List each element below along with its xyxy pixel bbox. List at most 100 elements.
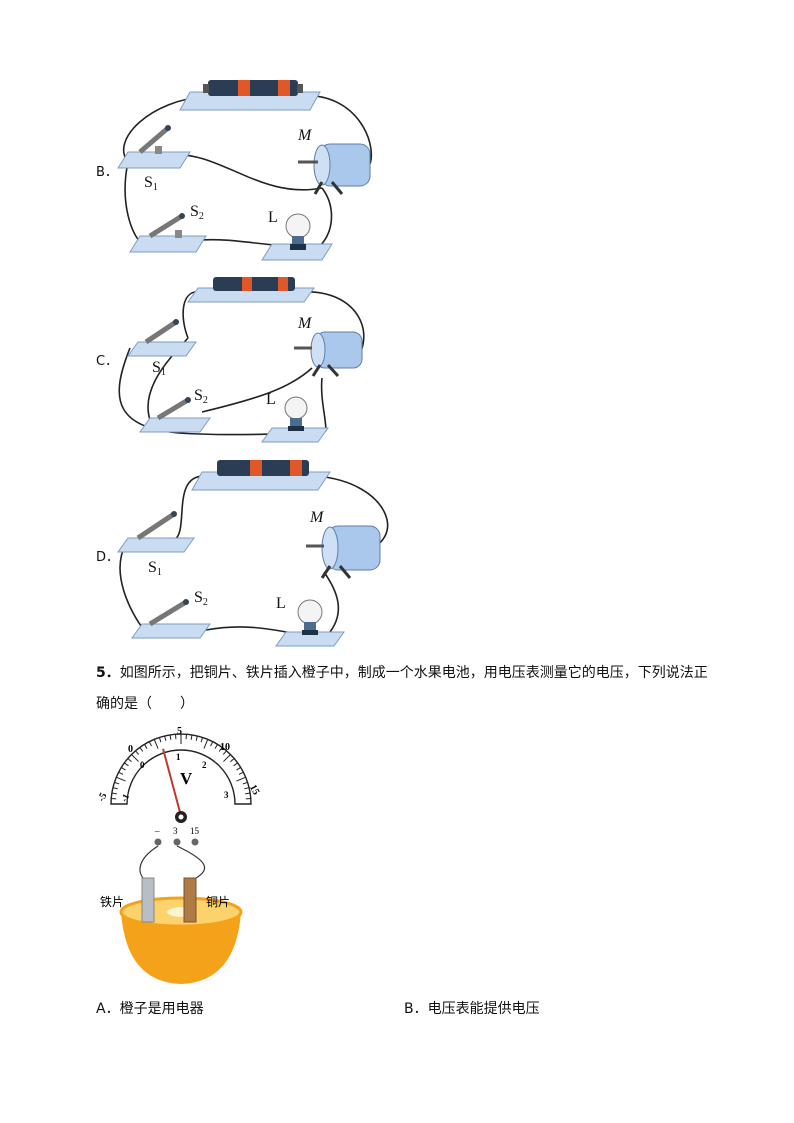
lamp-icon: [275, 599, 345, 647]
dial-tick: [195, 735, 198, 741]
motor-label-m: M: [309, 509, 325, 526]
motor-icon: [294, 331, 363, 378]
scale-inner-2: 2: [202, 760, 207, 770]
dial-tick: [131, 754, 139, 762]
svg-text:S1: S1: [152, 359, 166, 378]
question-5-line1: 5．如图所示，把铜片、铁片插入橙子中，制成一个水果电池，用电压表测量它的电压，下…: [96, 658, 736, 689]
switch-s1-subscript: 1: [157, 567, 162, 578]
dial-tick: [111, 792, 117, 795]
motor-label-m: M: [297, 315, 313, 332]
dial-tick: [139, 747, 144, 752]
switch-s2-subscript: 2: [203, 597, 208, 608]
battery-icon: [191, 460, 331, 491]
battery-icon: [179, 80, 321, 111]
switch-s1-label: S: [148, 559, 157, 576]
dial-tick: [143, 744, 148, 749]
dial-tick: [124, 762, 129, 767]
dial-tick: [223, 754, 231, 762]
switch-s2-label: S: [190, 203, 199, 220]
voltmeter-icon: V: [110, 733, 252, 823]
dial-tick: [210, 741, 214, 747]
dial-tick: [233, 762, 238, 767]
scale-inner-0: 0: [140, 760, 145, 770]
switch-s2-subscript: 2: [199, 211, 204, 222]
motor-icon: [306, 525, 381, 579]
question-text-line1: 如图所示，把铜片、铁片插入橙子中，制成一个水果电池，用电压表测量它的电压，下列说…: [119, 665, 708, 681]
dial-tick: [244, 787, 250, 790]
dial-tick: [135, 750, 140, 755]
lamp-label-l: L: [276, 595, 286, 612]
dial-tick: [114, 781, 120, 785]
dial-tick: [236, 776, 246, 782]
terminal-15-label: 15: [190, 826, 200, 836]
option-c-label: C．: [96, 354, 119, 369]
switch-s1-icon: [117, 125, 191, 169]
switch-s1-subscript: 1: [153, 182, 158, 193]
switch-s2-icon: [139, 397, 211, 433]
dial-tick: [148, 741, 152, 747]
switch-s1-icon: [117, 511, 195, 553]
dial-tick: [190, 734, 193, 740]
dial-tick: [218, 747, 223, 752]
dial-tick: [230, 758, 235, 763]
dial-tick: [245, 792, 251, 795]
motor-icon: [298, 143, 371, 195]
terminal-3-label: 3: [173, 826, 178, 836]
svg-text:S1: S1: [148, 559, 162, 578]
switch-s2-subscript: 2: [203, 395, 208, 406]
lamp-icon: [261, 213, 333, 261]
scale-inner-1: 1: [176, 752, 181, 762]
switch-s1-icon: [127, 319, 197, 357]
option-d-label: D．: [96, 550, 120, 565]
lamp-label-l: L: [266, 391, 276, 408]
dial-tick: [203, 739, 209, 749]
iron-plate: [141, 877, 155, 923]
dial-tick: [153, 739, 159, 749]
iron-plate-label: 铁片: [100, 895, 124, 909]
copper-plate: [183, 877, 197, 923]
lamp-icon: [261, 396, 329, 443]
dial-tick: [164, 735, 167, 741]
motor-label-m: M: [297, 127, 313, 144]
dial-tick: [222, 750, 227, 755]
switch-s2-icon: [129, 213, 207, 253]
scale-inner-neg1: -1: [119, 792, 132, 804]
voltmeter-needle: [162, 748, 182, 817]
choice-a[interactable]: A．橙子是用电器: [96, 1001, 204, 1017]
dial-tick: [118, 771, 124, 775]
dial-tick: [121, 766, 126, 771]
switch-s2-icon: [131, 599, 211, 639]
question-number: 5．: [96, 665, 120, 681]
switch-s1-label: S: [144, 174, 153, 191]
dial-tick: [238, 771, 244, 775]
scale-inner-3: 3: [224, 790, 229, 800]
scale-outer-neg5: -5: [96, 791, 110, 804]
dial-tick: [200, 737, 204, 743]
switch-s1-subscript: 1: [161, 367, 166, 378]
scale-outer-10: 10: [220, 742, 230, 753]
dial-tick: [127, 758, 132, 763]
svg-text:S2: S2: [190, 203, 204, 222]
svg-text:S2: S2: [194, 387, 208, 406]
terminal-minus: [154, 838, 162, 846]
voltmeter-symbol: V: [180, 769, 193, 788]
svg-text:S1: S1: [144, 174, 158, 193]
battery-icon: [187, 277, 315, 303]
dial-tick: [112, 787, 118, 790]
circuit-diagram-c: M S1 S2 L: [118, 277, 365, 443]
dial-tick: [242, 781, 248, 785]
option-b-label: B．: [96, 165, 118, 180]
terminal-3: [173, 838, 181, 846]
dial-tick: [158, 737, 162, 743]
choice-b[interactable]: B．电压表能提供电压: [404, 1001, 540, 1017]
circuit-diagram-d: M S1 S2 L: [117, 460, 389, 647]
circuit-diagram-b: M S1 S2 L: [117, 80, 373, 261]
voltmeter-fruit-battery-diagram: V -5 0 5 10 15 -1 0 1 2 3 – 3 15 铁片 铜片: [96, 726, 261, 984]
switch-s2-label: S: [194, 589, 203, 606]
dial-tick: [214, 744, 219, 749]
terminal-minus-label: –: [154, 826, 160, 836]
switch-s2-label: S: [194, 387, 203, 404]
orange-icon: [119, 896, 243, 984]
terminal-15: [191, 838, 199, 846]
scale-outer-5: 5: [177, 726, 182, 737]
